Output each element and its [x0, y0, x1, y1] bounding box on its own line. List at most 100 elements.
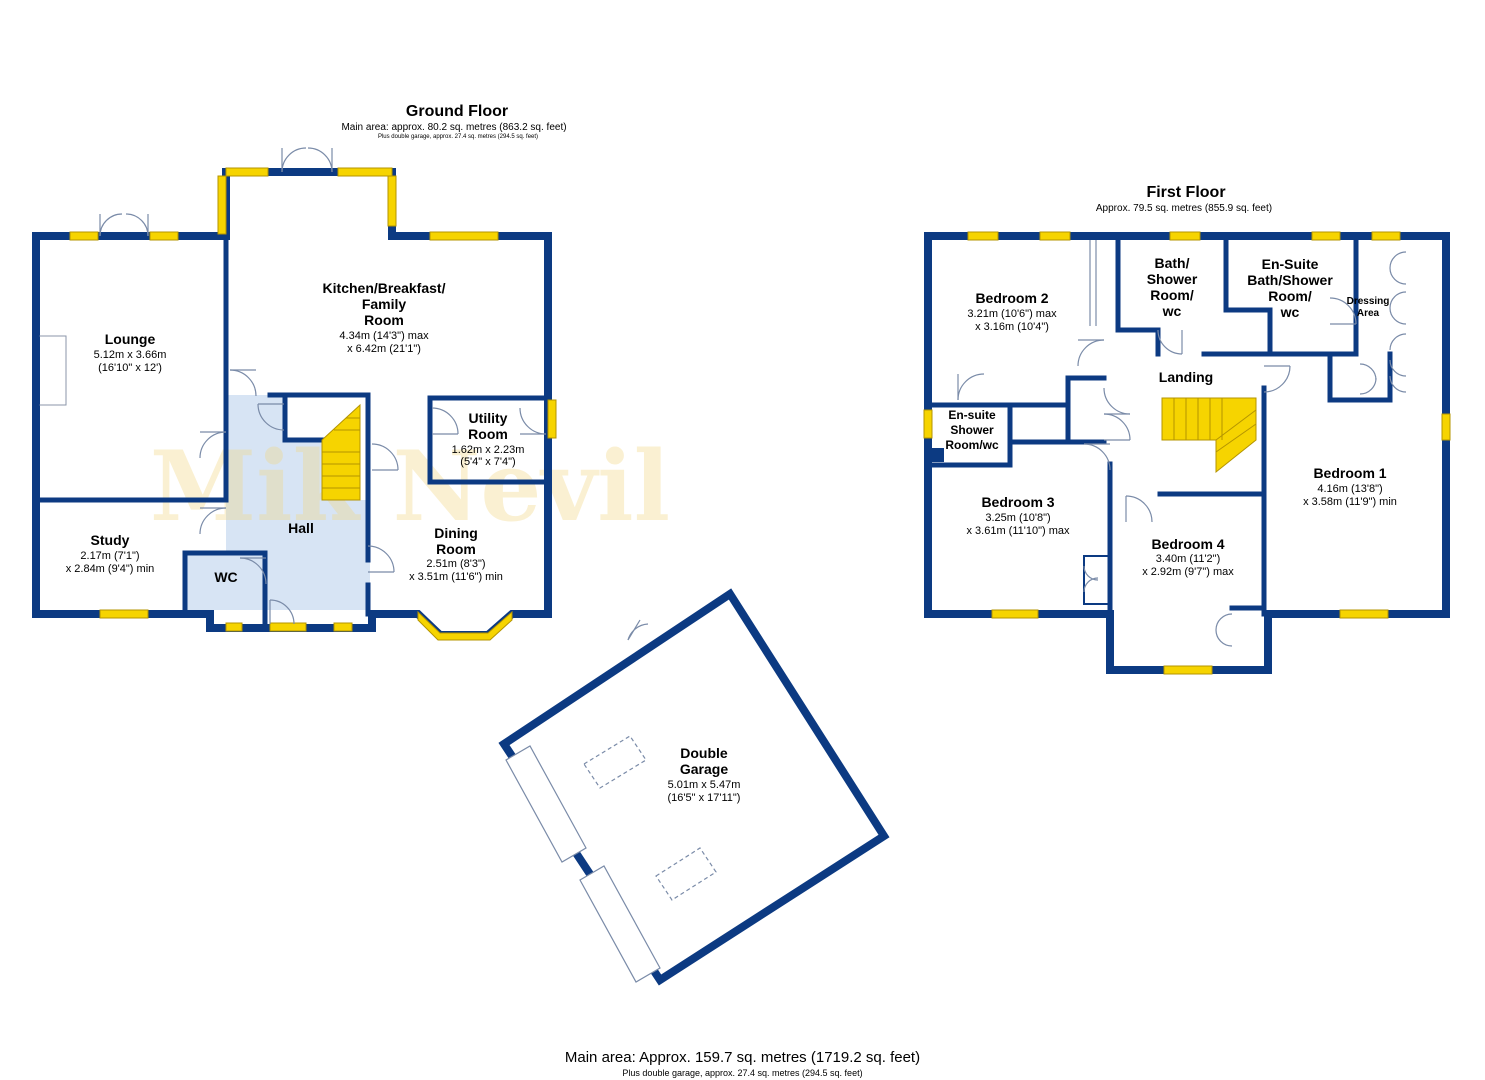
- utility-label-2: Room: [468, 426, 508, 442]
- kitchen-bay-right: [387, 175, 397, 227]
- ensuite-shower-walls: [925, 402, 1071, 468]
- kitchen-dim-1: 4.34m (14'3") max: [339, 330, 429, 342]
- hall-label: Hall: [288, 520, 314, 536]
- hall-window-right: [333, 622, 353, 632]
- lounge-label: Lounge: [105, 331, 156, 347]
- bedroom3-label: Bedroom 3: [981, 494, 1054, 510]
- ensuite-bath-label-3: Room/: [1268, 288, 1312, 304]
- bedroom2-dim-1: 3.21m (10'6") max: [967, 308, 1057, 320]
- utility-window: [547, 399, 557, 439]
- bedroom2-dim-2: x 3.16m (10'4"): [975, 321, 1049, 333]
- study-dim-1: 2.17m (7'1"): [80, 550, 139, 562]
- bath-window: [1169, 231, 1201, 241]
- lounge-dim-1: 5.12m x 3.66m: [94, 349, 167, 361]
- bed1-side-window: [1441, 413, 1451, 441]
- dining-dim-2: x 3.51m (11'6") min: [409, 571, 503, 583]
- bath-label-1: Bath/: [1155, 255, 1190, 271]
- study-dim-2: x 2.84m (9'4") min: [66, 563, 155, 575]
- bed4-window: [1163, 665, 1213, 675]
- lounge-fireplace: [39, 335, 67, 406]
- watermark-line-1: Mik Nevil: [150, 430, 670, 543]
- kitchen-bay-top-left: [225, 167, 269, 177]
- double-garage: [498, 588, 890, 986]
- ensuite-pillar: [932, 448, 944, 462]
- dressing-label-2: Area: [1357, 308, 1380, 319]
- hall-window-left: [225, 622, 243, 632]
- lounge-window-right: [149, 231, 179, 241]
- hall-window-mid: [269, 622, 307, 632]
- hall-floor-fill: [185, 395, 370, 610]
- dressing-window: [1371, 231, 1401, 241]
- ensuite-shower-label-1: En-suite: [948, 408, 996, 422]
- garage-door-panel-2: [579, 865, 661, 983]
- first-floor-title: First Floor: [1146, 184, 1225, 201]
- garage-door-panel-1: [505, 745, 587, 863]
- study-window: [99, 609, 149, 619]
- garage-side-door: [627, 623, 649, 641]
- ground-floor-title: Ground Floor: [406, 103, 508, 120]
- bed2-landing-wall: [1068, 236, 1118, 330]
- study-label: Study: [91, 532, 130, 548]
- bedroom1-dim-1: 4.16m (13'8"): [1317, 483, 1382, 495]
- kitchen-bay-left: [217, 175, 227, 235]
- wc-label: WC: [214, 569, 237, 585]
- utility-label-1: Utility: [469, 410, 508, 426]
- garage-label-1: Double: [680, 745, 728, 761]
- first-doors: [957, 240, 1407, 647]
- bedroom4-label: Bedroom 4: [1151, 536, 1224, 552]
- dressing-label-1: Dressing: [1347, 296, 1390, 307]
- bed2-window-1: [967, 231, 999, 241]
- kitchen-dim-2: x 6.42m (21'1"): [347, 343, 421, 355]
- first-outer-wall: [924, 232, 1450, 674]
- bed3-cupboard: [1083, 555, 1111, 605]
- first-staircase: [1161, 397, 1257, 474]
- utility-dim-2: (5'4" x 7'4"): [460, 456, 515, 468]
- footer-main-area: Main area: Approx. 159.7 sq. metres (171…: [564, 1049, 921, 1066]
- ground-floor: Mik Nevil: [32, 147, 670, 641]
- dining-label-1: Dining: [434, 525, 478, 541]
- bath-label-3: Room/: [1150, 287, 1194, 303]
- bedroom4-dim-2: x 2.92m (9'7") max: [1142, 566, 1234, 578]
- bedroom1-dim-2: x 3.58m (11'9") min: [1303, 496, 1397, 508]
- landing-cupboard: [1065, 375, 1107, 445]
- utility-dim-1: 1.62m x 2.23m: [452, 444, 525, 456]
- kitchen-label-1: Kitchen/Breakfast/: [323, 280, 446, 296]
- first-floor-labels: First Floor Approx. 79.5 sq. metres (855…: [945, 184, 1397, 578]
- lounge-dim-2: (16'10" x 12'): [98, 362, 162, 374]
- bath-bottom-wall: [1115, 327, 1161, 357]
- bath-ensuite-wall: [1223, 233, 1273, 357]
- ground-doors: [99, 147, 547, 625]
- bedroom4-dim-1: 3.40m (11'2"): [1156, 553, 1221, 565]
- kitchen-window-right: [429, 231, 499, 241]
- bed2-window-2: [1039, 231, 1071, 241]
- first-floor-area: Approx. 79.5 sq. metres (855.9 sq. feet): [1096, 203, 1272, 214]
- kitchen-label-2: Family: [362, 296, 407, 312]
- lounge-window-left: [69, 231, 99, 241]
- ground-floor-labels: Ground Floor Main area: approx. 80.2 sq.…: [66, 103, 741, 804]
- kitchen-bay-top-right: [337, 167, 393, 177]
- garage-dim-1: 5.01m x 5.47m: [668, 779, 741, 791]
- ensuite-shower-label-2: Shower: [950, 423, 994, 437]
- ensuite-window: [1311, 231, 1341, 241]
- kitchen-label-3: Room: [364, 312, 404, 328]
- garage-roof-light-2: [655, 847, 717, 901]
- ground-staircase: [321, 403, 361, 501]
- garage-dim-2: (16'5" x 17'11"): [668, 792, 741, 804]
- bedroom1-label: Bedroom 1: [1313, 465, 1386, 481]
- bedroom3-dim-2: x 3.61m (11'10") max: [966, 525, 1070, 537]
- garage-label-2: Garage: [680, 761, 728, 777]
- dining-dim-1: 2.51m (8'3"): [426, 558, 485, 570]
- first-floor: [923, 231, 1451, 675]
- ensuite-bath-label-1: En-Suite: [1262, 256, 1319, 272]
- ground-floor-area: Main area: approx. 80.2 sq. metres (863.…: [341, 122, 566, 133]
- bedroom2-label: Bedroom 2: [975, 290, 1048, 306]
- garage-roof-light-1: [583, 735, 647, 789]
- ensuite-shower-label-3: Room/wc: [945, 438, 999, 452]
- landing-label: Landing: [1159, 369, 1213, 385]
- bath-label-2: Shower: [1147, 271, 1198, 287]
- dressing-bottom-wall: [1327, 351, 1393, 403]
- bed1-window: [1339, 609, 1389, 619]
- dining-label-2: Room: [436, 541, 476, 557]
- footer-garage-area: Plus double garage, approx. 27.4 sq. met…: [622, 1068, 863, 1078]
